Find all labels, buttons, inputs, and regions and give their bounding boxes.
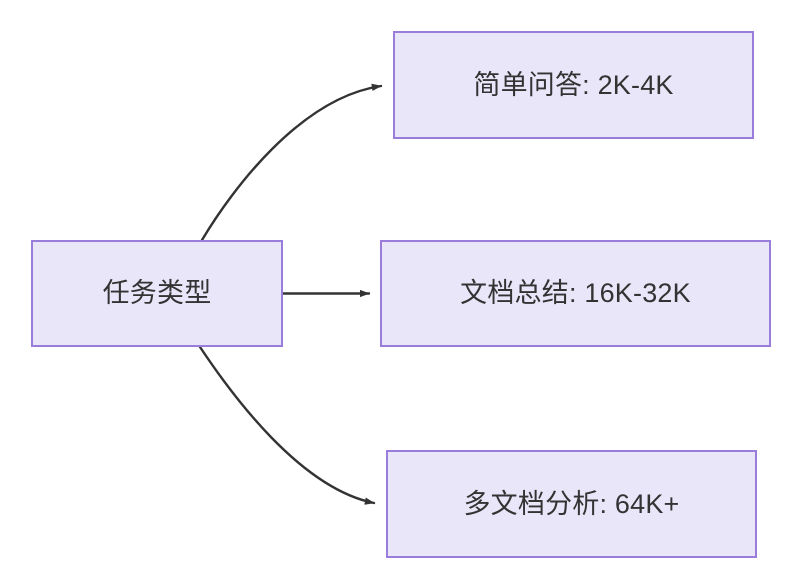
node-multi-doc-analysis[interactable]: 多文档分析: 64K+: [386, 450, 757, 558]
node-multi-doc-analysis-label: 多文档分析: 64K+: [463, 488, 680, 519]
edge-task-type-to-simple-qa: [200, 83, 383, 242]
node-doc-summary-label: 文档总结: 16K-32K: [460, 278, 691, 309]
node-task-type[interactable]: 任务类型: [31, 240, 283, 347]
node-task-type-label: 任务类型: [102, 278, 212, 309]
node-simple-qa[interactable]: 简单问答: 2K-4K: [393, 31, 754, 139]
node-doc-summary[interactable]: 文档总结: 16K-32K: [380, 240, 771, 347]
edge-task-type-to-multi-doc-analysis: [198, 345, 376, 505]
node-simple-qa-label: 简单问答: 2K-4K: [473, 69, 674, 100]
